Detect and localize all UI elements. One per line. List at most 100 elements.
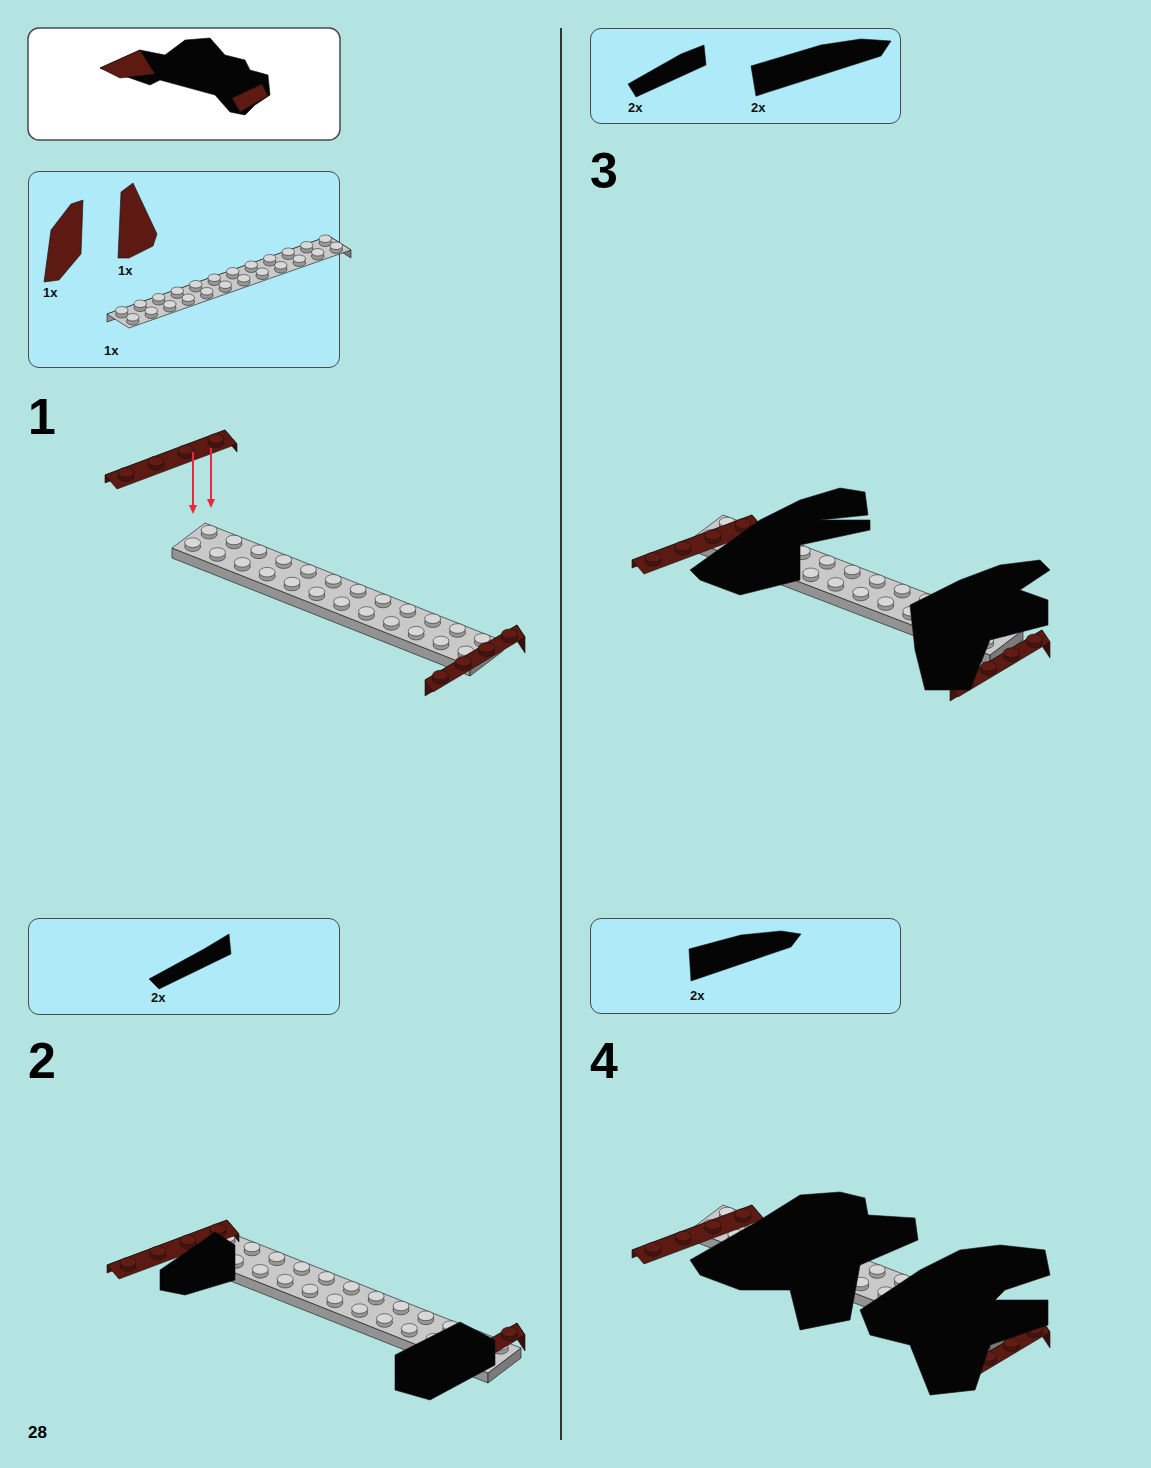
stud-top [368, 1291, 384, 1301]
stud-top [226, 267, 239, 275]
stud-top [134, 300, 147, 308]
stud-top [274, 261, 287, 269]
slope-brick [160, 1232, 235, 1295]
stud-top [208, 434, 224, 444]
step-number: 4 [590, 1036, 618, 1086]
stud-top [433, 670, 449, 680]
parts-callout-box: 2x [590, 918, 901, 1014]
stud-top [251, 545, 267, 555]
stud-top [302, 1284, 318, 1294]
stud-top [189, 280, 202, 288]
step-number: 2 [28, 1036, 56, 1086]
step-3-figure [632, 488, 1050, 701]
stud-top [148, 456, 164, 466]
stud-top [245, 261, 258, 269]
stud-top [300, 241, 313, 249]
stud-top [844, 565, 860, 575]
stud-top [479, 643, 495, 653]
part-quantity: 2x [751, 101, 765, 114]
stud-top [210, 1224, 226, 1234]
arrow-head [207, 499, 215, 508]
stud-top [343, 1282, 359, 1292]
slope-brick [860, 1245, 1050, 1395]
stud-top [352, 1304, 368, 1314]
arrow-head [189, 505, 197, 514]
stud-top [234, 558, 250, 568]
stud-top [115, 306, 128, 314]
stud-top [219, 281, 232, 289]
stud-top [263, 254, 276, 262]
stud-top [735, 1209, 751, 1219]
step-1-figure [105, 430, 525, 696]
stud-top [819, 556, 835, 566]
parts-callout-box: 2x 2x [590, 28, 901, 124]
stud-top [350, 584, 366, 594]
stud-top [383, 617, 399, 627]
stud-top [269, 1252, 285, 1262]
step-number: 1 [28, 392, 56, 442]
stud-top [208, 274, 221, 282]
step-2-figure [107, 1220, 525, 1400]
stud-top [502, 1327, 518, 1337]
stud-top [200, 287, 213, 295]
stud-top [450, 624, 466, 634]
stud-top [277, 1274, 293, 1284]
wing-plate-part [118, 183, 157, 258]
stud-top [1027, 634, 1043, 644]
column-divider [560, 28, 562, 1440]
step-number: 3 [590, 146, 618, 196]
parts-figure [29, 919, 341, 1016]
stud-top [878, 597, 894, 607]
stud-top [259, 567, 275, 577]
parts-figure [29, 172, 341, 369]
stud-top [237, 274, 250, 282]
stud-top [284, 577, 300, 587]
stud-top [163, 300, 176, 308]
stud-top [325, 575, 341, 585]
stud-top [150, 1246, 166, 1256]
stud-top [869, 1265, 885, 1275]
stud-top [418, 1311, 434, 1321]
stud-top [359, 607, 375, 617]
stud-top [145, 307, 158, 315]
stud-top [705, 1220, 721, 1230]
stud-top [120, 1258, 136, 1268]
stud-top [210, 548, 226, 558]
stud-top [377, 1314, 393, 1324]
arrow-line [210, 448, 212, 500]
stud-top [400, 604, 416, 614]
stud-top [705, 530, 721, 540]
wing-plate-part [44, 200, 83, 282]
stud-top [334, 597, 350, 607]
stud-top [803, 568, 819, 578]
stud-top [425, 614, 441, 624]
stud-top [474, 634, 490, 644]
stud-top [408, 626, 424, 636]
plate-top [172, 523, 503, 666]
stud-top [828, 578, 844, 588]
stud-top [981, 662, 997, 672]
curved-slope-part [689, 931, 801, 981]
stud-top [433, 636, 449, 646]
long-plate-part [107, 235, 351, 328]
slope-part [149, 934, 231, 989]
stud-top [293, 255, 306, 263]
part-quantity: 2x [628, 101, 642, 114]
stud-top [393, 1301, 409, 1311]
page-number: 28 [28, 1424, 47, 1441]
stud-top [502, 629, 518, 639]
part-quantity: 1x [118, 264, 132, 277]
arrow-line [192, 452, 194, 506]
stud-top [118, 468, 134, 478]
stud-top [244, 1242, 260, 1252]
stud-top [178, 445, 194, 455]
slope-part [628, 45, 706, 97]
part-quantity: 2x [151, 991, 165, 1004]
submodel-figure [100, 38, 270, 115]
stud-top [401, 1324, 417, 1334]
stud-top [645, 553, 661, 563]
part-quantity: 1x [104, 344, 118, 357]
slope-brick [910, 560, 1050, 690]
stud-top [853, 587, 869, 597]
stud-top [1004, 648, 1020, 658]
